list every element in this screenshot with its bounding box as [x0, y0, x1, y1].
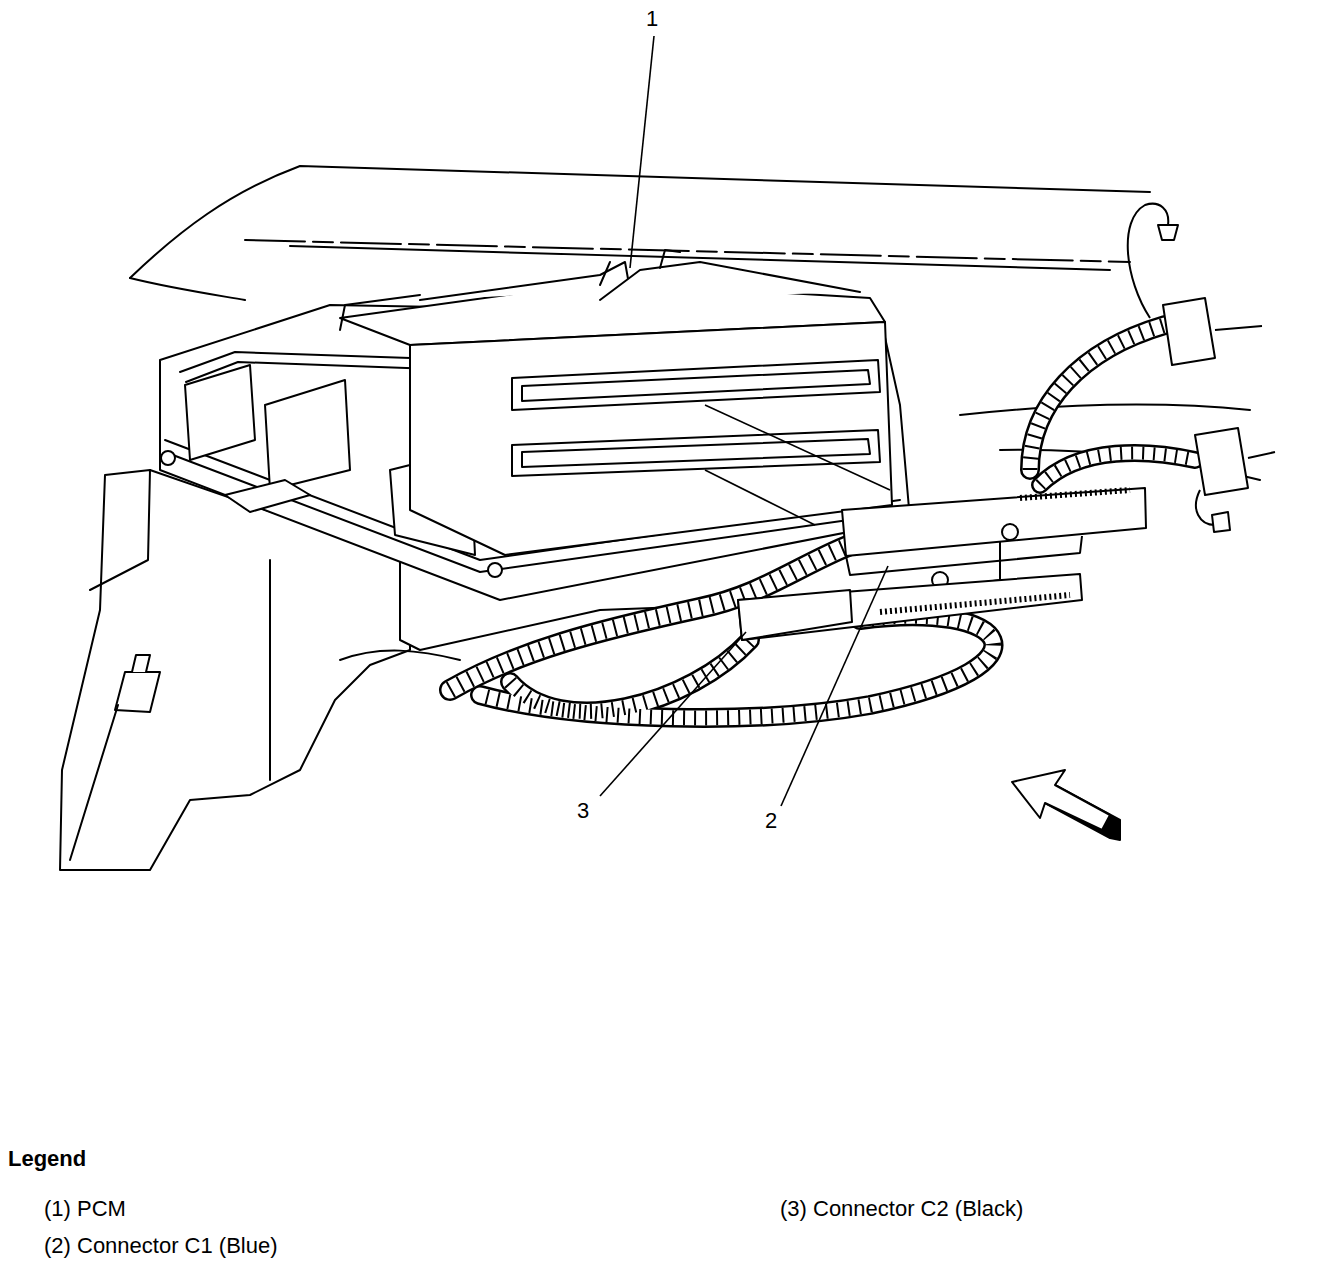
- pcm-fin: [420, 262, 630, 300]
- legend-entry: (2) Connector C1 (Blue): [44, 1233, 278, 1258]
- bracket-clip: [265, 380, 350, 490]
- pcm-fin: [600, 262, 610, 285]
- pcm-fin: [600, 262, 860, 300]
- hood-outline: [130, 166, 1150, 278]
- pcm-front: [410, 322, 892, 555]
- connector-c1: [842, 488, 1146, 556]
- connector-ribs: [880, 595, 1070, 612]
- pcm-slot: [522, 370, 870, 401]
- pcm-fin: [660, 250, 680, 268]
- pcm-slot: [522, 439, 870, 467]
- callout-number: 1: [644, 6, 660, 31]
- pcm-bracket: [160, 305, 910, 600]
- leader-line: [781, 566, 888, 806]
- panel-edge: [269, 560, 271, 780]
- callout-number: 3: [575, 798, 591, 823]
- connector-bolt: [1215, 326, 1275, 458]
- side-clip: [1158, 225, 1178, 240]
- leader-line: [705, 470, 815, 525]
- hood-line: [245, 240, 1130, 262]
- leader-line: [705, 405, 890, 490]
- tube: [115, 672, 160, 712]
- fender-line: [960, 405, 1250, 415]
- bracket-tab: [225, 480, 310, 512]
- side-connector: [1163, 298, 1215, 365]
- side-wire: [1128, 204, 1169, 318]
- pcm-tray: [340, 651, 460, 660]
- wire-harness: [450, 325, 1195, 718]
- side-connector: [1195, 428, 1248, 495]
- tube: [70, 705, 118, 860]
- leader-line: [600, 632, 746, 796]
- pcm-slot: [512, 430, 880, 476]
- side-clip: [1212, 512, 1230, 532]
- connector-c2-front: [738, 590, 852, 640]
- pcm-fin: [340, 295, 420, 330]
- panel-edge: [90, 470, 150, 590]
- hood-line: [130, 278, 245, 300]
- connector-ribs: [1020, 490, 1130, 498]
- connector-c1-face: [846, 536, 1082, 575]
- legend-title: Legend: [8, 1146, 86, 1171]
- bolt: [488, 563, 502, 577]
- pcm-slot: [512, 360, 880, 410]
- callout-number: 2: [763, 808, 779, 833]
- legend-entry: (3) Connector C2 (Black): [780, 1196, 1023, 1221]
- connector-c2: [738, 574, 1082, 640]
- bolt: [161, 451, 175, 465]
- leader-line: [630, 36, 654, 268]
- tube: [132, 655, 150, 672]
- legend-entry: (1) PCM: [44, 1196, 126, 1221]
- connector-screw: [1002, 524, 1018, 540]
- view-arrow: [1012, 770, 1120, 840]
